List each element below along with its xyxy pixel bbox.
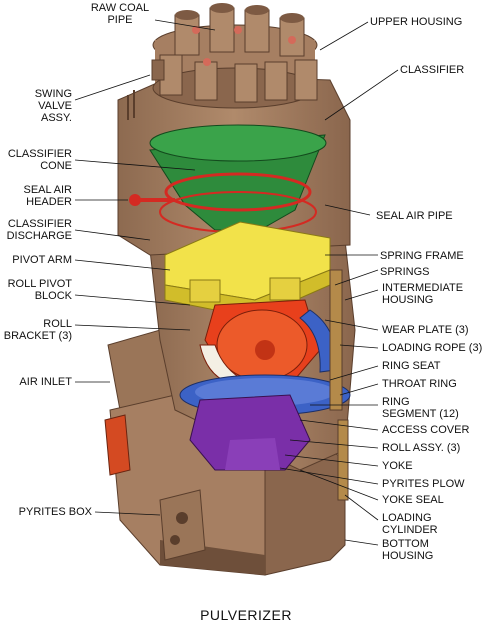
label-bottom-housing: BOTTOM HOUSING: [382, 538, 434, 562]
pyrites-box: [159, 489, 206, 561]
label-swing-valve-assy: SWING VALVE ASSY.: [34, 88, 72, 124]
label-spring-frame: SPRING FRAME: [380, 250, 464, 262]
label-wear-plate: WEAR PLATE (3): [382, 324, 469, 336]
label-springs: SPRINGS: [380, 266, 430, 278]
label-yoke: YOKE: [382, 460, 413, 472]
diagram-title: PULVERIZER: [200, 607, 292, 623]
bottom-drive: [104, 414, 131, 476]
label-throat-ring: THROAT RING: [382, 378, 457, 390]
label-loading-rope: LOADING ROPE (3): [382, 342, 483, 354]
swing-valve: [127, 59, 165, 120]
label-access-cover: ACCESS COVER: [382, 424, 470, 436]
label-ring-segment: RING SEGMENT (12): [382, 396, 459, 420]
label-pyrites-box: PYRITES BOX: [18, 506, 92, 518]
label-roll-assy: ROLL ASSY. (3): [382, 442, 461, 454]
label-classifier-cone: CLASSIFIER CONE: [7, 148, 72, 172]
label-air-inlet: AIR INLET: [19, 376, 72, 388]
label-pyrites-plow: PYRITES PLOW: [382, 478, 465, 490]
label-classifier-discharge: CLASSIFIER DISCHARGE: [6, 218, 72, 242]
label-seal-air-pipe: SEAL AIR PIPE: [376, 210, 453, 222]
label-pivot-arm: PIVOT ARM: [12, 254, 72, 266]
spring-frame: [164, 221, 331, 319]
loading-cylinder: [329, 269, 349, 501]
label-loading-cylinder: LOADING CYLINDER: [382, 512, 438, 536]
label-classifier: CLASSIFIER: [400, 64, 465, 76]
label-ring-seat: RING SEAT: [382, 360, 441, 372]
yoke: [189, 394, 311, 471]
raw-coal-pipes: [152, 3, 318, 109]
label-roll-pivot-block: ROLL PIVOT BLOCK: [7, 278, 72, 302]
leader-lines: [74, 19, 399, 546]
label-intermediate-housing: INTERMEDIATE HOUSING: [382, 282, 464, 306]
roll-assembly: [199, 299, 321, 386]
label-raw-coal-pipe: RAW COAL PIPE: [90, 2, 150, 26]
label-yoke-seal: YOKE SEAL: [382, 494, 444, 506]
label-upper-housing: UPPER HOUSING: [370, 16, 463, 28]
label-seal-air-header: SEAL AIR HEADER: [23, 184, 72, 208]
label-roll-bracket: ROLL BRACKET (3): [3, 318, 72, 342]
